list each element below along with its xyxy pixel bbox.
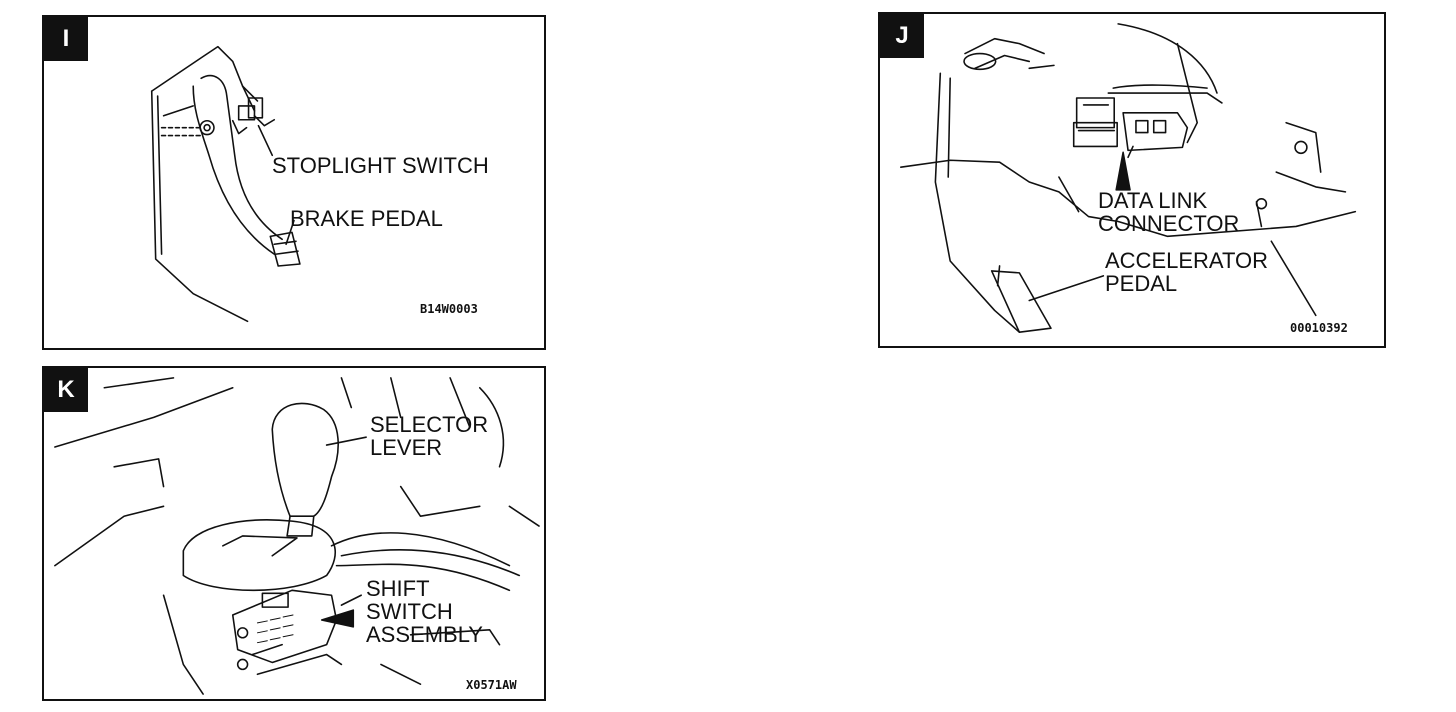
panel-i-stoplight-switch: I STOPLIGHT SWITCH BRAKE PEDAL B14W0003: [42, 15, 546, 350]
selector-lever-illustration: [54, 377, 540, 695]
panel-j-data-link-connector: J DATA LINK CONNECTOR ACCELERATOR PEDAL …: [878, 12, 1386, 348]
accelerator-pedal-line-2: PEDAL: [1105, 271, 1178, 296]
stoplight-switch-label: STOPLIGHT SWITCH: [272, 153, 489, 178]
panel-i-badge: I: [44, 17, 88, 61]
brake-pedal-label: BRAKE PEDAL: [290, 206, 443, 231]
shift-switch-assembly-line-1: SHIFT: [366, 576, 430, 601]
shift-switch-assembly-line-2: SWITCH: [366, 599, 453, 624]
shift-switch-assembly-line-3: ASSEMBLY: [366, 622, 483, 647]
panel-k-shift-switch: K SELECTOR LEVER SHIFT SWITCH ASSEMBLY X…: [42, 366, 546, 701]
brake-pedal-illustration: [150, 45, 301, 323]
data-link-connector-line-1: DATA LINK: [1098, 188, 1208, 213]
selector-lever-label: SELECTOR LEVER: [370, 413, 488, 459]
accelerator-pedal-label: ACCELERATOR PEDAL: [1105, 249, 1268, 295]
panel-j-badge: J: [880, 14, 924, 58]
selector-lever-line-2: LEVER: [370, 435, 443, 460]
shift-switch-assembly-label: SHIFT SWITCH ASSEMBLY: [366, 577, 483, 646]
data-link-connector-line-2: CONNECTOR: [1098, 211, 1240, 236]
dash-underside-illustration: [899, 23, 1357, 333]
panel-k-badge: K: [44, 368, 88, 412]
panel-k-figure-code: X0571AW: [466, 678, 517, 692]
panel-j-figure-code: 00010392: [1290, 321, 1348, 335]
selector-lever-line-1: SELECTOR: [370, 412, 489, 437]
data-link-connector-label: DATA LINK CONNECTOR: [1098, 189, 1239, 235]
accelerator-pedal-line-1: ACCELERATOR: [1105, 248, 1269, 273]
panel-i-figure-code: B14W0003: [420, 302, 478, 316]
